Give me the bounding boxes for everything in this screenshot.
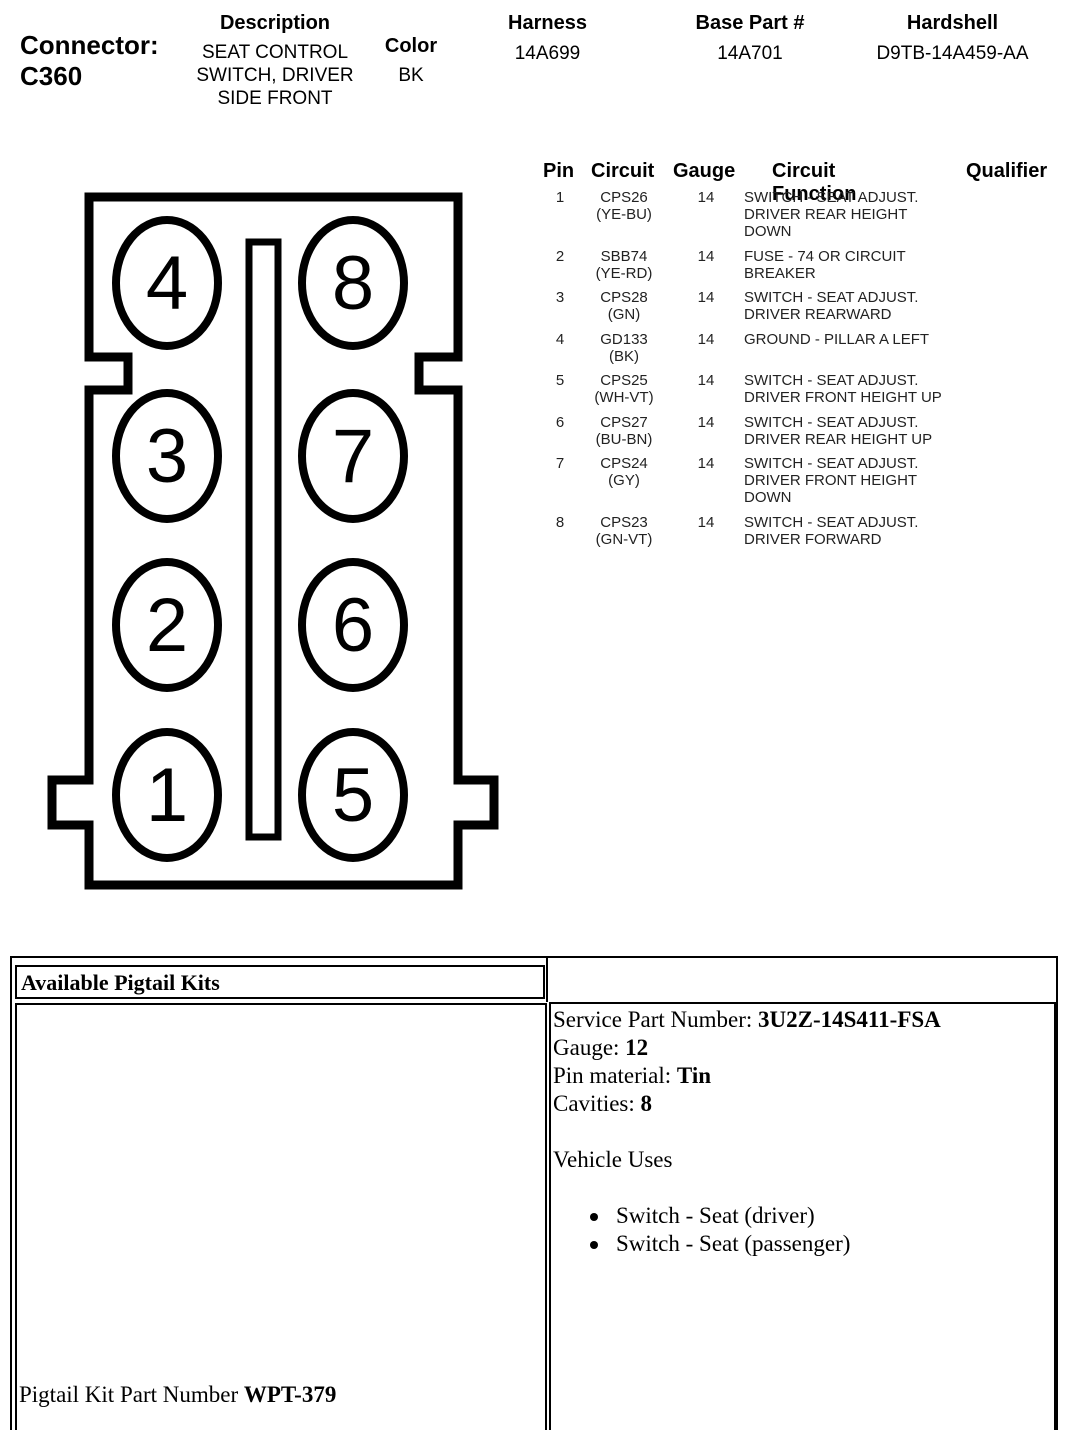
pigtail-kit-part-line: Pigtail Kit Part Number WPT-379 (19, 1382, 337, 1407)
circuit-cell: CPS28 (GN) (600, 289, 648, 323)
pin-number-label: 1 (146, 753, 188, 838)
connector-label: Connector: C360 (20, 30, 159, 91)
function-cell: GROUND - PILLAR A LEFT (744, 331, 930, 348)
vehicle-uses-heading: Vehicle Uses (553, 1147, 673, 1172)
center-key-slot (245, 238, 282, 841)
pin-cavity: 6 (298, 558, 408, 692)
circuit-function-column-header: Circuit Function (772, 160, 857, 205)
pin-cavity: 4 (112, 216, 222, 350)
connector-housing-outline (47, 192, 499, 890)
pin-cell: 8 (555, 514, 565, 531)
circuit-cell: CPS26 (YE-BU) (596, 189, 652, 223)
pin-column-header: Pin (543, 160, 575, 182)
circuit-column-header: Circuit (591, 160, 655, 182)
circuit-cell: CPS23 (GN-VT) (595, 514, 653, 548)
pin-material-line: Pin material: Tin (553, 1063, 712, 1088)
cavity-ring (298, 728, 408, 862)
table-divider (546, 958, 548, 1002)
function-cell: SWITCH - SEAT ADJUST. DRIVER FORWARD (744, 514, 919, 548)
pin-cavity: 5 (298, 728, 408, 862)
pin-cell: 3 (555, 289, 565, 306)
pin-cell: 1 (555, 189, 565, 206)
pin-number-label: 4 (146, 241, 188, 326)
vehicle-uses-list: Switch - Seat (driver) Switch - Seat (pa… (590, 1202, 850, 1258)
pigtail-kit-details-cell (549, 1002, 1056, 1430)
gauge-cell: 14 (697, 289, 715, 306)
function-cell: FUSE - 74 OR CIRCUIT BREAKER (744, 248, 906, 282)
pin-cavity: 7 (298, 389, 408, 523)
kit-gauge: 12 (625, 1035, 649, 1060)
cavities-line: Cavities: 8 (553, 1091, 653, 1116)
pin-material: Tin (676, 1063, 712, 1088)
hardshell-value: D9TB-14A459-AA (876, 43, 1029, 64)
pin-number-label: 7 (332, 414, 374, 499)
pin-cavity: 3 (112, 389, 222, 523)
function-cell: SWITCH - SEAT ADJUST. DRIVER FRONT HEIGH… (744, 372, 942, 406)
gauge-cell: 14 (697, 455, 715, 472)
service-part-number: 3U2Z-14S411-FSA (758, 1007, 941, 1032)
gauge-cell: 14 (697, 248, 715, 265)
pin-cavity: 1 (112, 728, 222, 862)
pigtail-kits-table (10, 956, 1058, 1430)
pigtail-kit-part-number: WPT-379 (243, 1382, 337, 1407)
pigtail-kit-left-cell (15, 1003, 547, 1430)
harness-header: Harness (508, 12, 587, 34)
hardshell-header: Hardshell (906, 12, 999, 34)
pigtail-kit-specs: Service Part Number: 3U2Z-14S411-FSA Gau… (553, 1006, 941, 1118)
gauge-column-header: Gauge (673, 160, 736, 182)
pin-number-label: 8 (332, 241, 374, 326)
base-part-header: Base Part # (695, 12, 805, 34)
cavity-ring (298, 216, 408, 350)
pin-cell: 6 (555, 414, 565, 431)
pigtail-kits-header: Available Pigtail Kits (21, 970, 220, 995)
list-item: Switch - Seat (driver) (590, 1202, 850, 1230)
gauge-cell: 14 (697, 414, 715, 431)
cavity-ring (112, 216, 222, 350)
pin-number-label: 2 (146, 583, 188, 668)
cavity-ring (298, 558, 408, 692)
cavity-ring (298, 389, 408, 523)
connector-face-diagram: 4 3 2 1 8 7 6 5 (47, 192, 499, 890)
function-cell: SWITCH - SEAT ADJUST. DRIVER REAR HEIGHT… (744, 189, 919, 240)
gauge-cell: 14 (697, 372, 715, 389)
service-part-line: Service Part Number: 3U2Z-14S411-FSA (553, 1007, 941, 1032)
pin-cell: 2 (555, 248, 565, 265)
pin-number-label: 3 (146, 414, 188, 499)
function-cell: SWITCH - SEAT ADJUST. DRIVER FRONT HEIGH… (744, 455, 919, 506)
circuit-cell: CPS27 (BU-BN) (595, 414, 653, 448)
connector-id: C360 (20, 61, 83, 91)
cavities-count: 8 (640, 1091, 653, 1116)
qualifier-column-header: Qualifier (966, 160, 1048, 182)
pin-cavity: 2 (112, 558, 222, 692)
pin-number-label: 5 (332, 753, 374, 838)
circuit-cell: CPS25 (WH-VT) (594, 372, 654, 406)
pin-cell: 4 (555, 331, 565, 348)
description-value: SEAT CONTROL SWITCH, DRIVER SIDE FRONT (196, 42, 354, 109)
pin-cell: 7 (555, 455, 565, 472)
list-item: Switch - Seat (passenger) (590, 1230, 850, 1258)
gauge-cell: 14 (697, 514, 715, 531)
pin-cell: 5 (555, 372, 565, 389)
gauge-cell: 14 (697, 331, 715, 348)
pin-cavity: 8 (298, 216, 408, 350)
pin-number-label: 6 (332, 583, 374, 668)
description-header: Description (219, 12, 331, 34)
gauge-cell: 14 (697, 189, 715, 206)
pigtail-kits-header-cell: Available Pigtail Kits (15, 965, 545, 999)
gauge-line: Gauge: 12 (553, 1035, 649, 1060)
pin-cavities: 4 3 2 1 8 7 6 5 (112, 216, 408, 862)
function-cell: SWITCH - SEAT ADJUST. DRIVER REAR HEIGHT… (744, 414, 933, 448)
circuit-cell: SBB74 (YE-RD) (595, 248, 653, 282)
harness-value: 14A699 (514, 43, 581, 64)
cavity-ring (112, 558, 222, 692)
color-value: BK (398, 65, 424, 86)
base-part-value: 14A701 (717, 43, 783, 64)
cavity-ring (112, 389, 222, 523)
circuit-cell: GD133 (BK) (600, 331, 648, 365)
color-header: Color (384, 35, 438, 57)
function-cell: SWITCH - SEAT ADJUST. DRIVER REARWARD (744, 289, 919, 323)
cavity-ring (112, 728, 222, 862)
circuit-cell: CPS24 (GY) (600, 455, 648, 489)
